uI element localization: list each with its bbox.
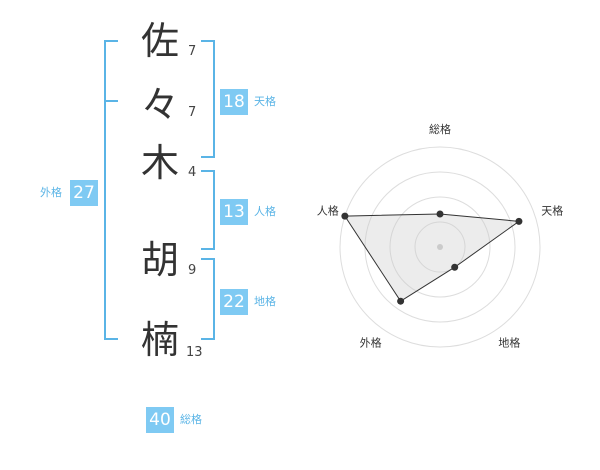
- stroke-count-3: 4: [188, 165, 197, 180]
- stroke-count-4: 9: [188, 263, 197, 278]
- tenkaku-score: 18: [220, 89, 248, 115]
- jinkaku-score: 13: [220, 199, 248, 225]
- radar-axis-label-5: 人格: [317, 204, 339, 218]
- radar-axis-label-3: 地格: [498, 335, 520, 349]
- radar-point-3: [451, 263, 459, 271]
- chikaku-label: 地格: [254, 295, 276, 308]
- radar-ring-4: [339, 146, 541, 348]
- radar-point-4: [397, 297, 405, 305]
- soukaku-label: 総格: [180, 413, 202, 426]
- stroke-count-5: 13: [186, 345, 203, 360]
- stroke-count-1: 7: [188, 44, 197, 59]
- radar-point-2: [515, 217, 523, 225]
- radar-axis-label-4: 外格: [360, 335, 382, 349]
- radar-point-5: [341, 212, 349, 220]
- radar-axis-label-2: 天格: [541, 204, 563, 218]
- radar-ring-2: [389, 196, 491, 298]
- jinkaku-label: 人格: [254, 205, 276, 218]
- radar-point-1: [436, 210, 444, 218]
- name-char-4: 胡: [140, 238, 179, 282]
- tenkaku-label: 天格: [254, 95, 276, 108]
- name-char-5: 楠: [140, 318, 179, 362]
- soukaku-score: 40: [146, 407, 174, 433]
- radar-area: [343, 213, 521, 302]
- name-char-3: 木: [140, 141, 179, 185]
- radar-center: [437, 244, 443, 250]
- radar-axis-label-1: 総格: [429, 122, 451, 136]
- name-char-1: 佐: [140, 19, 179, 63]
- radar-ring-1: [414, 221, 466, 273]
- name-char-2: 々: [140, 83, 179, 127]
- chikaku-score: 22: [220, 289, 248, 315]
- gaikaku-label: 外格: [40, 186, 62, 199]
- gaikaku-score: 27: [70, 180, 98, 206]
- stroke-count-2: 7: [188, 105, 197, 120]
